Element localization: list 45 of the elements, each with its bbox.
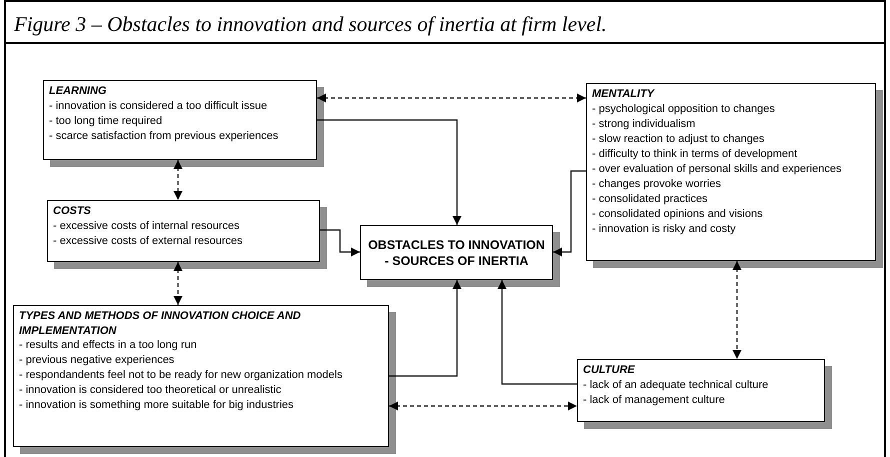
list-item: - strong individualism xyxy=(592,116,696,132)
factor-box xyxy=(43,80,317,160)
list-item: - psychological opposition to changes xyxy=(592,102,776,116)
list-item: - excessive costs of internal resources xyxy=(53,218,240,234)
dashed-arrow xyxy=(174,160,182,200)
arrow xyxy=(553,170,586,256)
list-item: - previous negative experiences xyxy=(19,353,176,368)
list-item: - consolidated opinions and visions xyxy=(592,206,764,222)
box-title: - SOURCES OF INERTIA xyxy=(384,252,528,268)
list-item: - too long time required xyxy=(49,114,164,128)
arrow xyxy=(389,280,462,377)
figure-title: Figure 3 – Obstacles to innovation and sources of inertia at firm level. xyxy=(14,11,607,38)
arrow xyxy=(320,229,360,256)
list-item: - lack of an adequate technical culture xyxy=(583,378,770,392)
dashed-arrow xyxy=(732,261,742,359)
factor-box xyxy=(13,305,389,447)
central-box xyxy=(360,225,553,280)
box-heading: COSTS xyxy=(53,204,92,218)
list-item: - innovation is considered too theoretical or unrealistic xyxy=(19,383,282,398)
box-heading: MENTALITY xyxy=(592,87,656,102)
list-item: - results and effects in a too long run xyxy=(19,338,198,353)
list-item: - innovation is risky and costy xyxy=(592,222,737,236)
list-item: - lack of management culture xyxy=(583,392,726,408)
box-heading: CULTURE xyxy=(583,363,636,378)
list-item: - over evaluation of personal skills and experiences xyxy=(592,162,842,176)
list-item: - consolidated practices xyxy=(592,192,709,206)
arrow xyxy=(317,119,462,225)
arrow xyxy=(498,280,577,385)
box-heading: LEARNING xyxy=(49,84,108,98)
list-item: - changes provoke worries xyxy=(592,176,722,192)
list-item: - respondandents feel not to be ready for new organization models xyxy=(19,368,344,383)
box-title: OBSTACLES TO INNOVATION xyxy=(368,236,545,252)
dashed-arrow xyxy=(174,262,182,305)
dashed-arrow xyxy=(389,402,577,410)
list-item: - slow reaction to adjust to changes xyxy=(592,132,766,146)
factor-box xyxy=(586,83,876,261)
factor-box xyxy=(47,200,320,262)
dashed-arrow xyxy=(317,94,586,102)
list-item: - excessive costs of external resources xyxy=(53,234,244,248)
list-item: - difficulty to think in terms of development xyxy=(592,146,798,162)
list-item: - innovation is something more suitable for big industries xyxy=(19,398,295,413)
list-item: - scarce satisfaction from previous experiences xyxy=(49,128,280,144)
list-item: - innovation is considered a too difficult issue xyxy=(49,98,268,114)
factor-box xyxy=(577,359,825,422)
box-heading: TYPES AND METHODS OF INNOVATION CHOICE AND IMPLEMENTATION xyxy=(19,309,302,338)
